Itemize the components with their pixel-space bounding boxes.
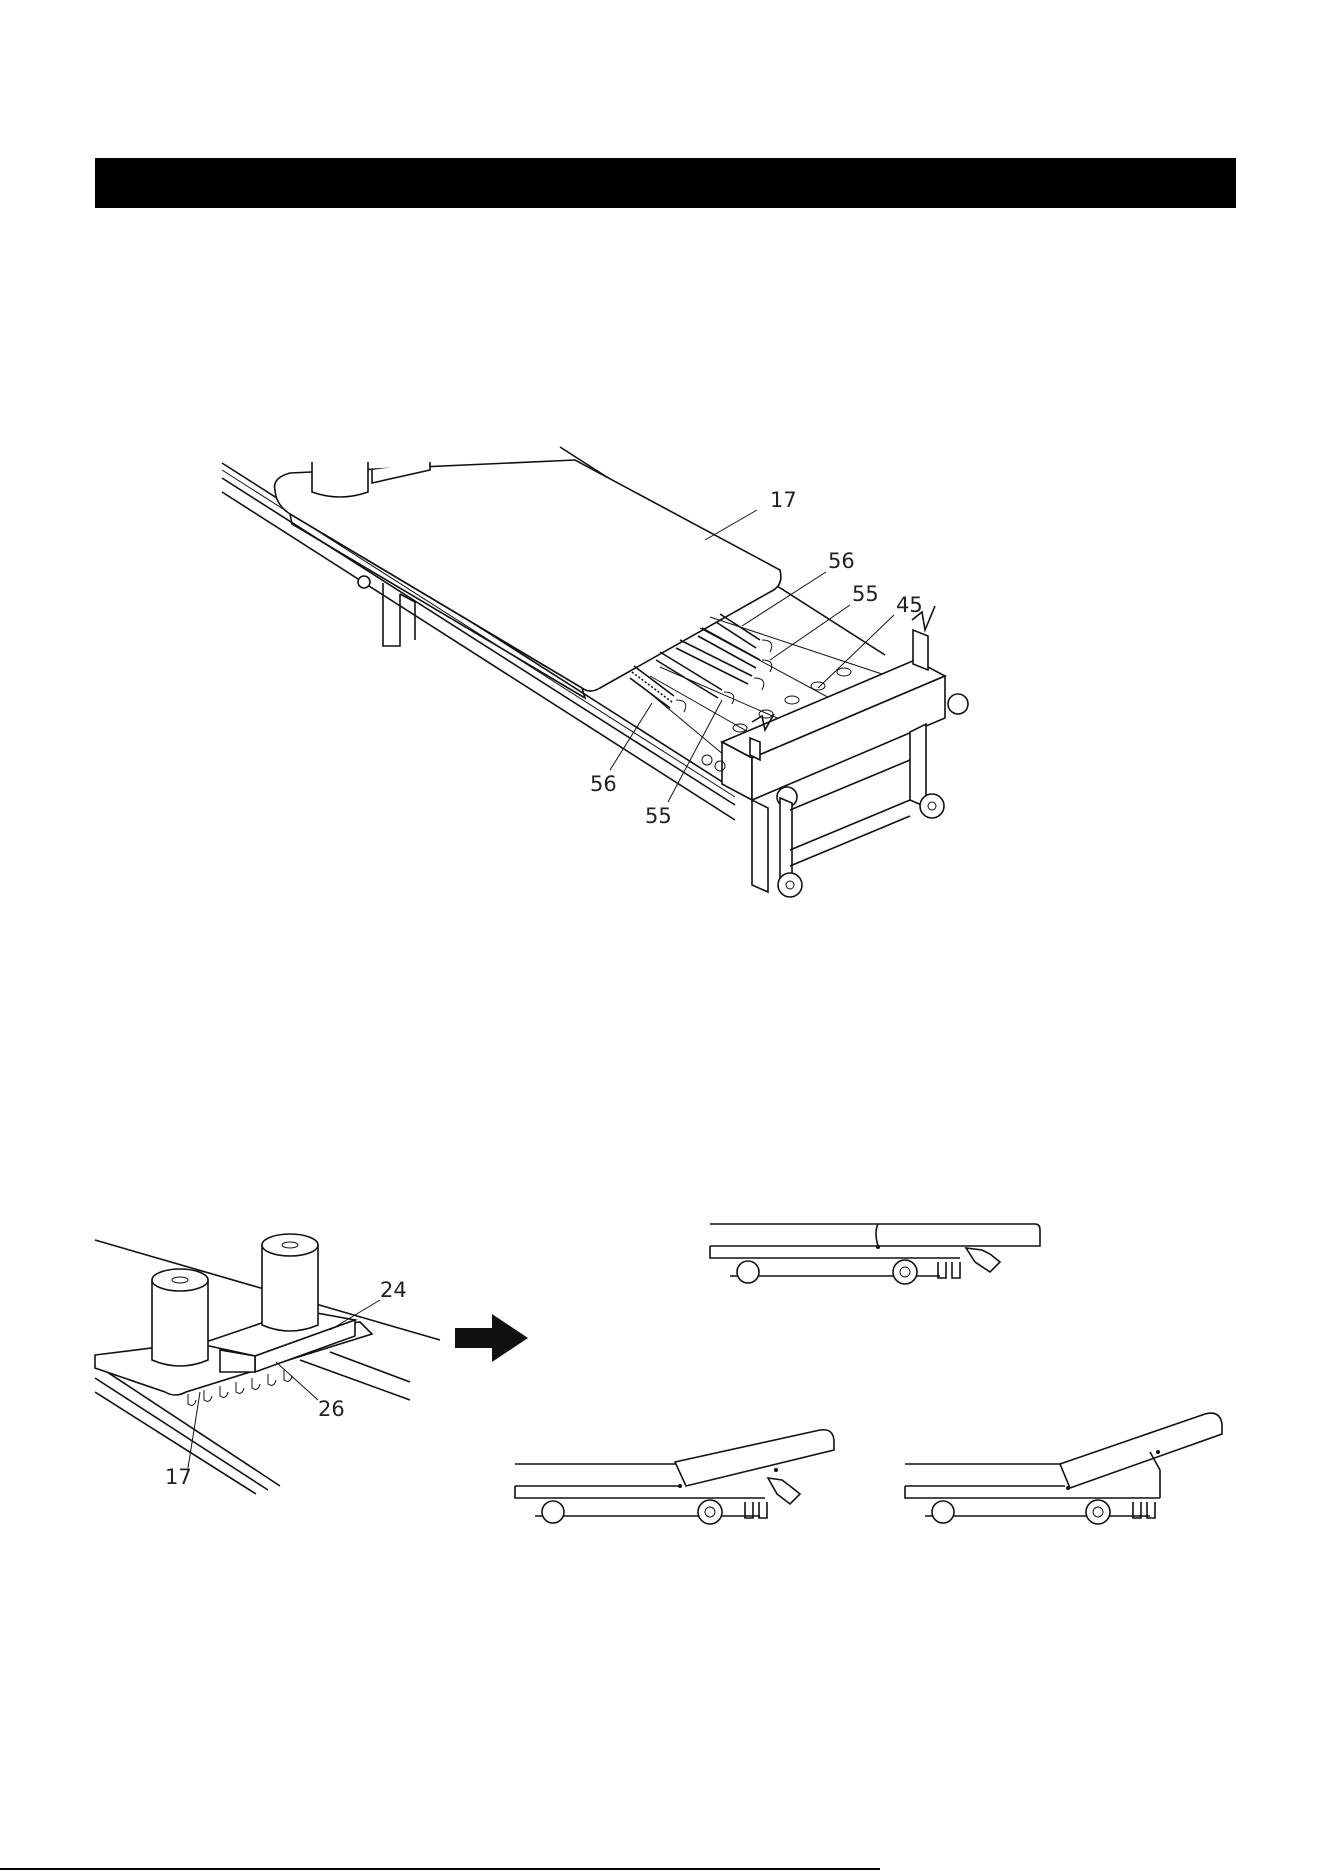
callout-55-top: 55 (852, 582, 879, 606)
callout-56-bottom: 56 (590, 772, 617, 796)
side-view-raised-high (905, 1413, 1222, 1524)
side-view-flat (710, 1224, 1040, 1284)
callout-55-bottom: 55 (645, 804, 672, 828)
side-view-raised-low (515, 1430, 834, 1524)
callout-45: 45 (896, 593, 923, 617)
callout-26: 26 (318, 1397, 345, 1421)
callout-56-top: 56 (828, 549, 855, 573)
callout-17-detail: 17 (165, 1465, 192, 1489)
figure-2-shoulder-rest-detail (95, 1234, 440, 1494)
step-arrow-icon (455, 1314, 528, 1362)
footer-rule (0, 1868, 880, 1870)
callout-24: 24 (380, 1278, 407, 1302)
callout-17: 17 (770, 488, 797, 512)
